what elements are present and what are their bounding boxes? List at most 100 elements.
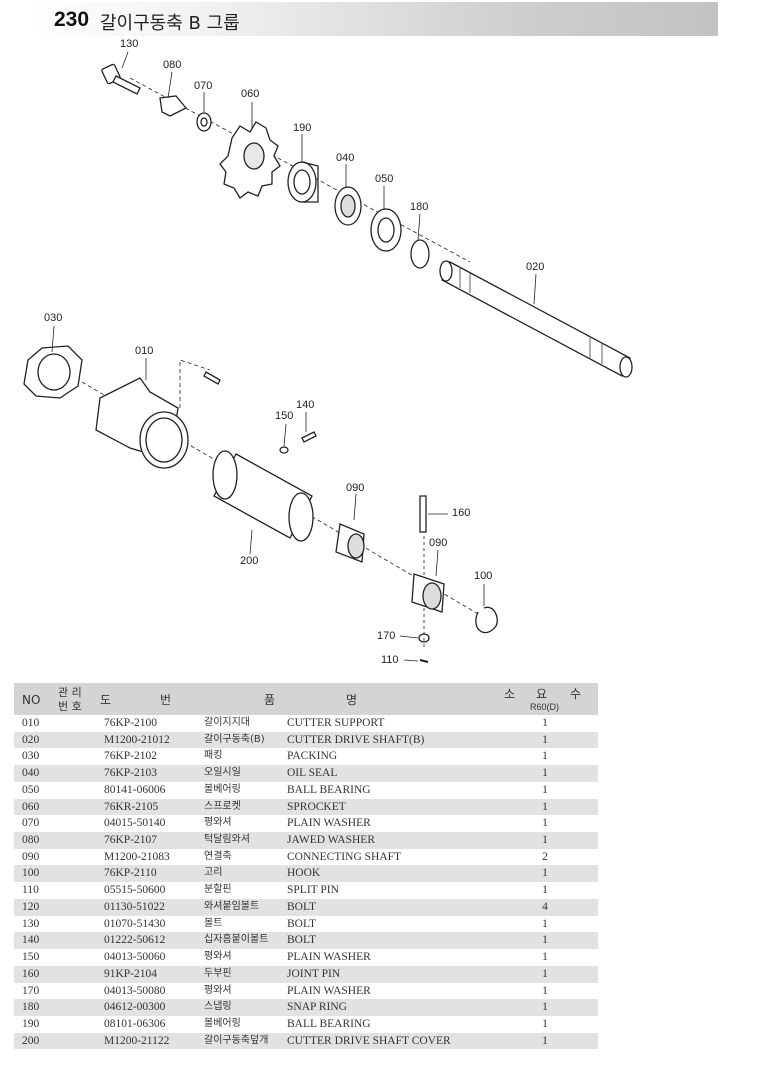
part-name-english: BOLT — [287, 900, 316, 913]
part-code: 01070-51430 — [104, 917, 166, 930]
part-number: 160 — [22, 967, 40, 980]
part-quantity: 1 — [542, 984, 548, 997]
header-su: 수 — [570, 687, 582, 701]
part-quantity: 4 — [542, 900, 548, 913]
part-name-english: CUTTER SUPPORT — [287, 717, 385, 729]
part-name-english: PLAIN WASHER — [287, 951, 371, 964]
part-quantity: 1 — [542, 884, 548, 897]
part-quantity: 1 — [542, 1034, 548, 1047]
part-name-korean: 두부핀 — [204, 967, 232, 979]
part-code: M1200-21122 — [104, 1034, 170, 1047]
part-140-bolt — [301, 431, 317, 443]
part-code: M1200-21012 — [104, 733, 170, 746]
part-number: 100 — [22, 867, 40, 880]
part-quantity: 1 — [542, 817, 548, 830]
part-name-english: SPLIT PIN — [287, 884, 339, 897]
part-name-english: BOLT — [287, 917, 316, 930]
part-name-english: BALL BEARING — [287, 1017, 371, 1030]
header-beon: 번 — [160, 693, 172, 707]
part-110-split-pin — [419, 659, 429, 663]
part-quantity: 1 — [542, 800, 548, 813]
callout-050: 050 — [375, 173, 394, 185]
part-quantity: 1 — [542, 951, 548, 964]
part-number: 010 — [22, 717, 40, 729]
part-code: 91KP-2104 — [104, 967, 158, 980]
part-number: 080 — [22, 834, 40, 847]
part-060-sprocket — [219, 121, 281, 199]
header-yo: 요 — [536, 687, 548, 701]
header-model: R60(D) — [530, 702, 560, 712]
part-code: 76KP-2100 — [104, 717, 158, 729]
part-number: 050 — [22, 783, 40, 796]
part-name-english: SNAP RING — [287, 1001, 347, 1014]
part-code: 05515-50600 — [104, 884, 166, 897]
part-quantity: 1 — [542, 783, 548, 796]
part-name-korean: 패킹 — [204, 750, 223, 762]
table-header: NO 관 리 번 호 도 번 품 명 소 요 수 R60(D) — [14, 683, 598, 715]
part-number: 090 — [22, 850, 40, 863]
callout-150: 150 — [275, 410, 294, 422]
callout-100: 100 — [474, 570, 493, 582]
axis-line-upper — [129, 77, 471, 263]
bolt-guide-line — [179, 359, 211, 408]
callout-130: 130 — [120, 38, 139, 50]
part-number: 130 — [22, 917, 40, 930]
part-number: 110 — [22, 884, 39, 897]
part-quantity: 1 — [542, 1017, 548, 1030]
part-080-jawed-washer — [159, 95, 188, 117]
parts-table: NO 관 리 번 호 도 번 품 명 소 요 수 R60(D) 010 76KP-… — [14, 683, 598, 1050]
callout-040: 040 — [336, 152, 355, 164]
part-number: 140 — [22, 934, 40, 947]
page-number: 230 — [54, 8, 90, 31]
exploded-parts-diagram — [23, 51, 633, 663]
header-pum: 품 — [264, 693, 276, 707]
part-name-korean: 평와셔 — [204, 984, 232, 996]
page-title: 갈이구동축 B 그룹 — [100, 13, 240, 34]
callout-140: 140 — [296, 399, 315, 411]
header-mgmt-1: 관 리 — [58, 686, 82, 699]
part-quantity: 1 — [542, 834, 548, 847]
part-code: 04612-00300 — [104, 1001, 166, 1014]
callout-010: 010 — [135, 345, 154, 357]
callout-070: 070 — [194, 80, 213, 92]
callout-030: 030 — [44, 312, 63, 324]
part-number: 180 — [22, 1001, 40, 1014]
part-120-bolt — [203, 371, 221, 385]
part-name-korean: 평와셔 — [204, 817, 232, 829]
part-030-packing — [23, 345, 83, 399]
part-090-connecting-shaft-a — [335, 523, 365, 563]
callout-020: 020 — [526, 261, 545, 273]
part-name-english: JOINT PIN — [287, 967, 341, 980]
part-number: 020 — [22, 733, 40, 746]
part-160-joint-pin — [419, 495, 427, 533]
part-name-english: OIL SEAL — [287, 767, 338, 780]
callout-180: 180 — [410, 201, 429, 213]
part-code: 01222-50612 — [104, 934, 166, 947]
table-row: 110 05515-50600 분할핀 SPLIT PIN 1 — [14, 882, 598, 899]
part-050-ball-bearing — [370, 208, 402, 252]
part-name-korean: 스냅링 — [204, 1001, 232, 1013]
part-quantity: 1 — [542, 717, 548, 729]
part-number: 120 — [22, 900, 40, 913]
part-name-english: PLAIN WASHER — [287, 984, 371, 997]
part-name-korean: 와셔붙임볼트 — [204, 900, 260, 912]
part-code: 04015-50140 — [104, 817, 166, 830]
part-name-korean: 분할핀 — [204, 884, 232, 896]
part-name-english: JAWED WASHER — [287, 834, 375, 847]
part-170-washer — [418, 633, 430, 643]
header-mgmt-2: 번 호 — [58, 700, 82, 713]
part-name-korean: 연결축 — [204, 850, 232, 862]
part-040-oil-seal — [334, 186, 362, 226]
part-name-korean: 턱달림와셔 — [204, 834, 250, 846]
part-number: 200 — [22, 1034, 40, 1047]
